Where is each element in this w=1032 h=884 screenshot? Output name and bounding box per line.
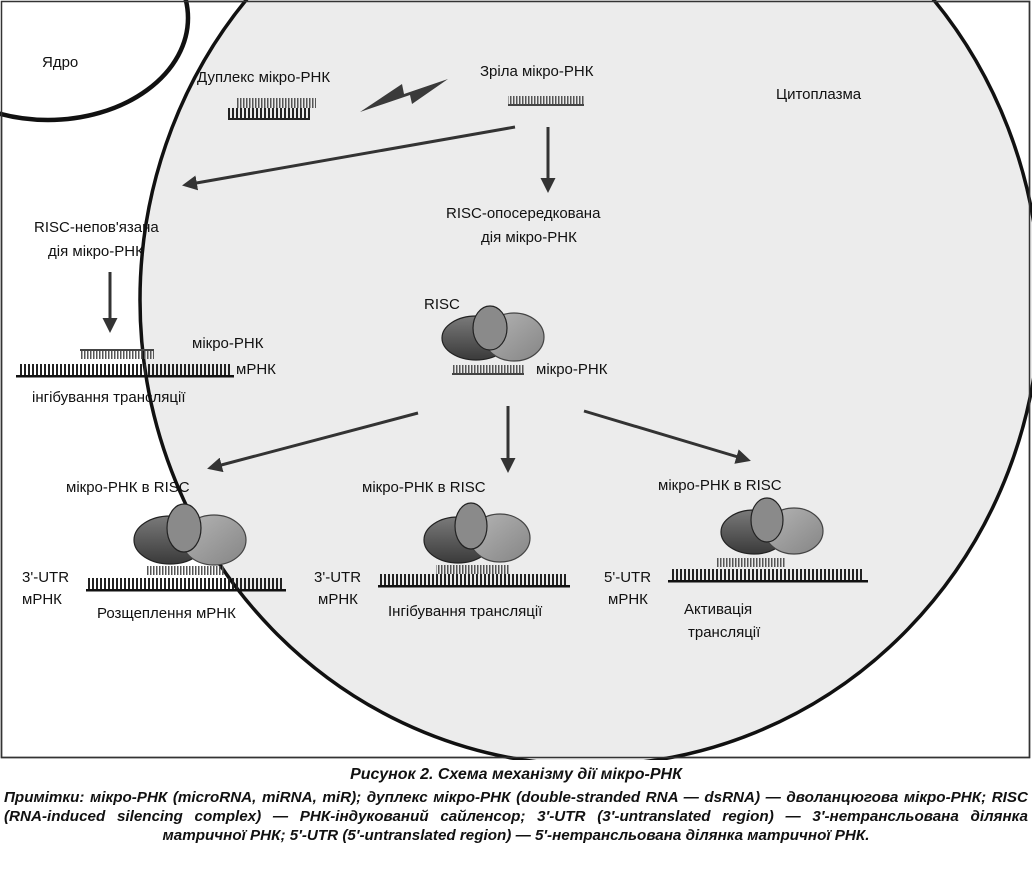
mrna-strand-2 [378, 574, 570, 588]
mrna-strand-3 [668, 569, 868, 583]
risc-independent-label-2: дія мікро-РНК [48, 243, 144, 260]
duplex-label: Дуплекс мікро-РНК [197, 69, 330, 86]
cytoplasm-label: Цитоплазма [776, 86, 862, 103]
mirna-strand-2 [436, 565, 510, 574]
figure-caption: Рисунок 2. Схема механізму дії мікро-РНК… [0, 766, 1032, 845]
activation-label-2: трансляції [688, 624, 761, 641]
utr5-label: 5'-UTR [604, 569, 651, 586]
left-mirna-label: мікро-РНК [192, 335, 264, 352]
inhibition-label: Інгібування трансляції [388, 603, 543, 620]
risc-mirna-strand [452, 365, 524, 375]
mirna-in-risc-label-1: мікро-РНК в RISC [66, 479, 190, 496]
utr3-label-1: 3'-UTR [22, 569, 69, 586]
risc-complex-icon-3 [720, 497, 824, 555]
mirna-in-risc-label-2: мікро-РНК в RISC [362, 479, 486, 496]
mirna-strand-3 [716, 558, 786, 567]
mrna-label-1: мРНК [22, 591, 62, 608]
mrna-label-3: мРНК [608, 591, 648, 608]
mirna-mechanism-diagram: Ядро Цитоплазма Дуплекс мікро-РНК Зріла … [0, 0, 1032, 760]
mirna-strand-1 [146, 566, 224, 575]
left-mrna-label: мРНК [236, 361, 276, 378]
mirna-in-risc-label-3: мікро-РНК в RISC [658, 477, 782, 494]
duplex-mirna-strand [228, 98, 316, 120]
risc-independent-label-1: RISC-непов'язана [34, 219, 159, 236]
left-mirna-strand [80, 349, 154, 359]
risc-complex-icon-1 [133, 503, 247, 566]
activation-label-1: Активація [684, 601, 752, 618]
risc-mirna-label: мікро-РНК [536, 361, 608, 378]
mrna-label-2: мРНК [318, 591, 358, 608]
nucleus-label: Ядро [42, 54, 78, 71]
left-mrna-strand [16, 364, 234, 378]
arrow-to-risc-independent [182, 125, 516, 191]
risc-complex-icon [441, 305, 545, 362]
mature-mirna-label: Зріла мікро-РНК [480, 63, 594, 80]
arrow-to-cleavage [207, 411, 419, 473]
risc-complex-icon-2 [423, 502, 531, 564]
left-inhibition-label: інгібування трансляції [32, 389, 186, 406]
utr3-label-2: 3'-UTR [314, 569, 361, 586]
risc-label: RISC [424, 296, 460, 313]
mrna-strand-1 [86, 578, 286, 592]
mature-mirna-strand [508, 96, 584, 106]
arrow-to-activation [583, 409, 751, 464]
processing-bolt-icon [360, 79, 448, 112]
nucleus [0, 0, 191, 123]
cleavage-label: Розщеплення мРНК [97, 605, 236, 622]
risc-mediated-label-1: RISC-опосередкована [446, 205, 601, 222]
risc-mediated-label-2: дія мікро-РНК [481, 229, 577, 246]
figure-notes: Примітки: мікро-РНК (microRNA, miRNA, mi… [4, 789, 1028, 844]
figure-title: Рисунок 2. Схема механізму дії мікро-РНК [350, 766, 682, 783]
